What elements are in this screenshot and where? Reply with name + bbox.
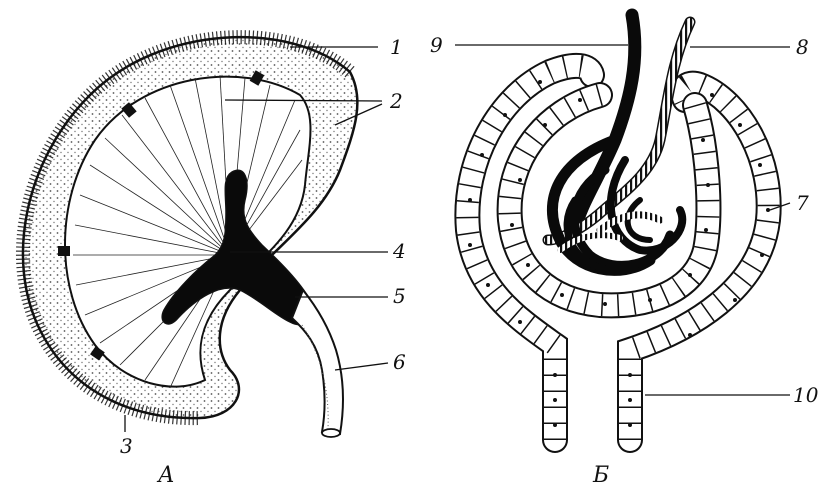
renal-corpuscle (467, 15, 770, 440)
callout-5: 5 (393, 284, 406, 308)
ureter (292, 290, 343, 434)
panel-label-b: Б (592, 463, 609, 488)
callout-1: 1 (390, 35, 403, 59)
callout-6: 6 (393, 350, 406, 374)
callout-8: 8 (796, 35, 809, 59)
kidney-section (23, 37, 357, 437)
callout-4: 4 (392, 239, 406, 263)
callout-10: 10 (793, 383, 819, 407)
callout-2: 2 (389, 89, 403, 113)
callout-3: 3 (120, 434, 133, 458)
callout-9: 9 (430, 33, 443, 57)
panel-label-a: А (156, 463, 175, 488)
callout-7: 7 (796, 191, 809, 215)
